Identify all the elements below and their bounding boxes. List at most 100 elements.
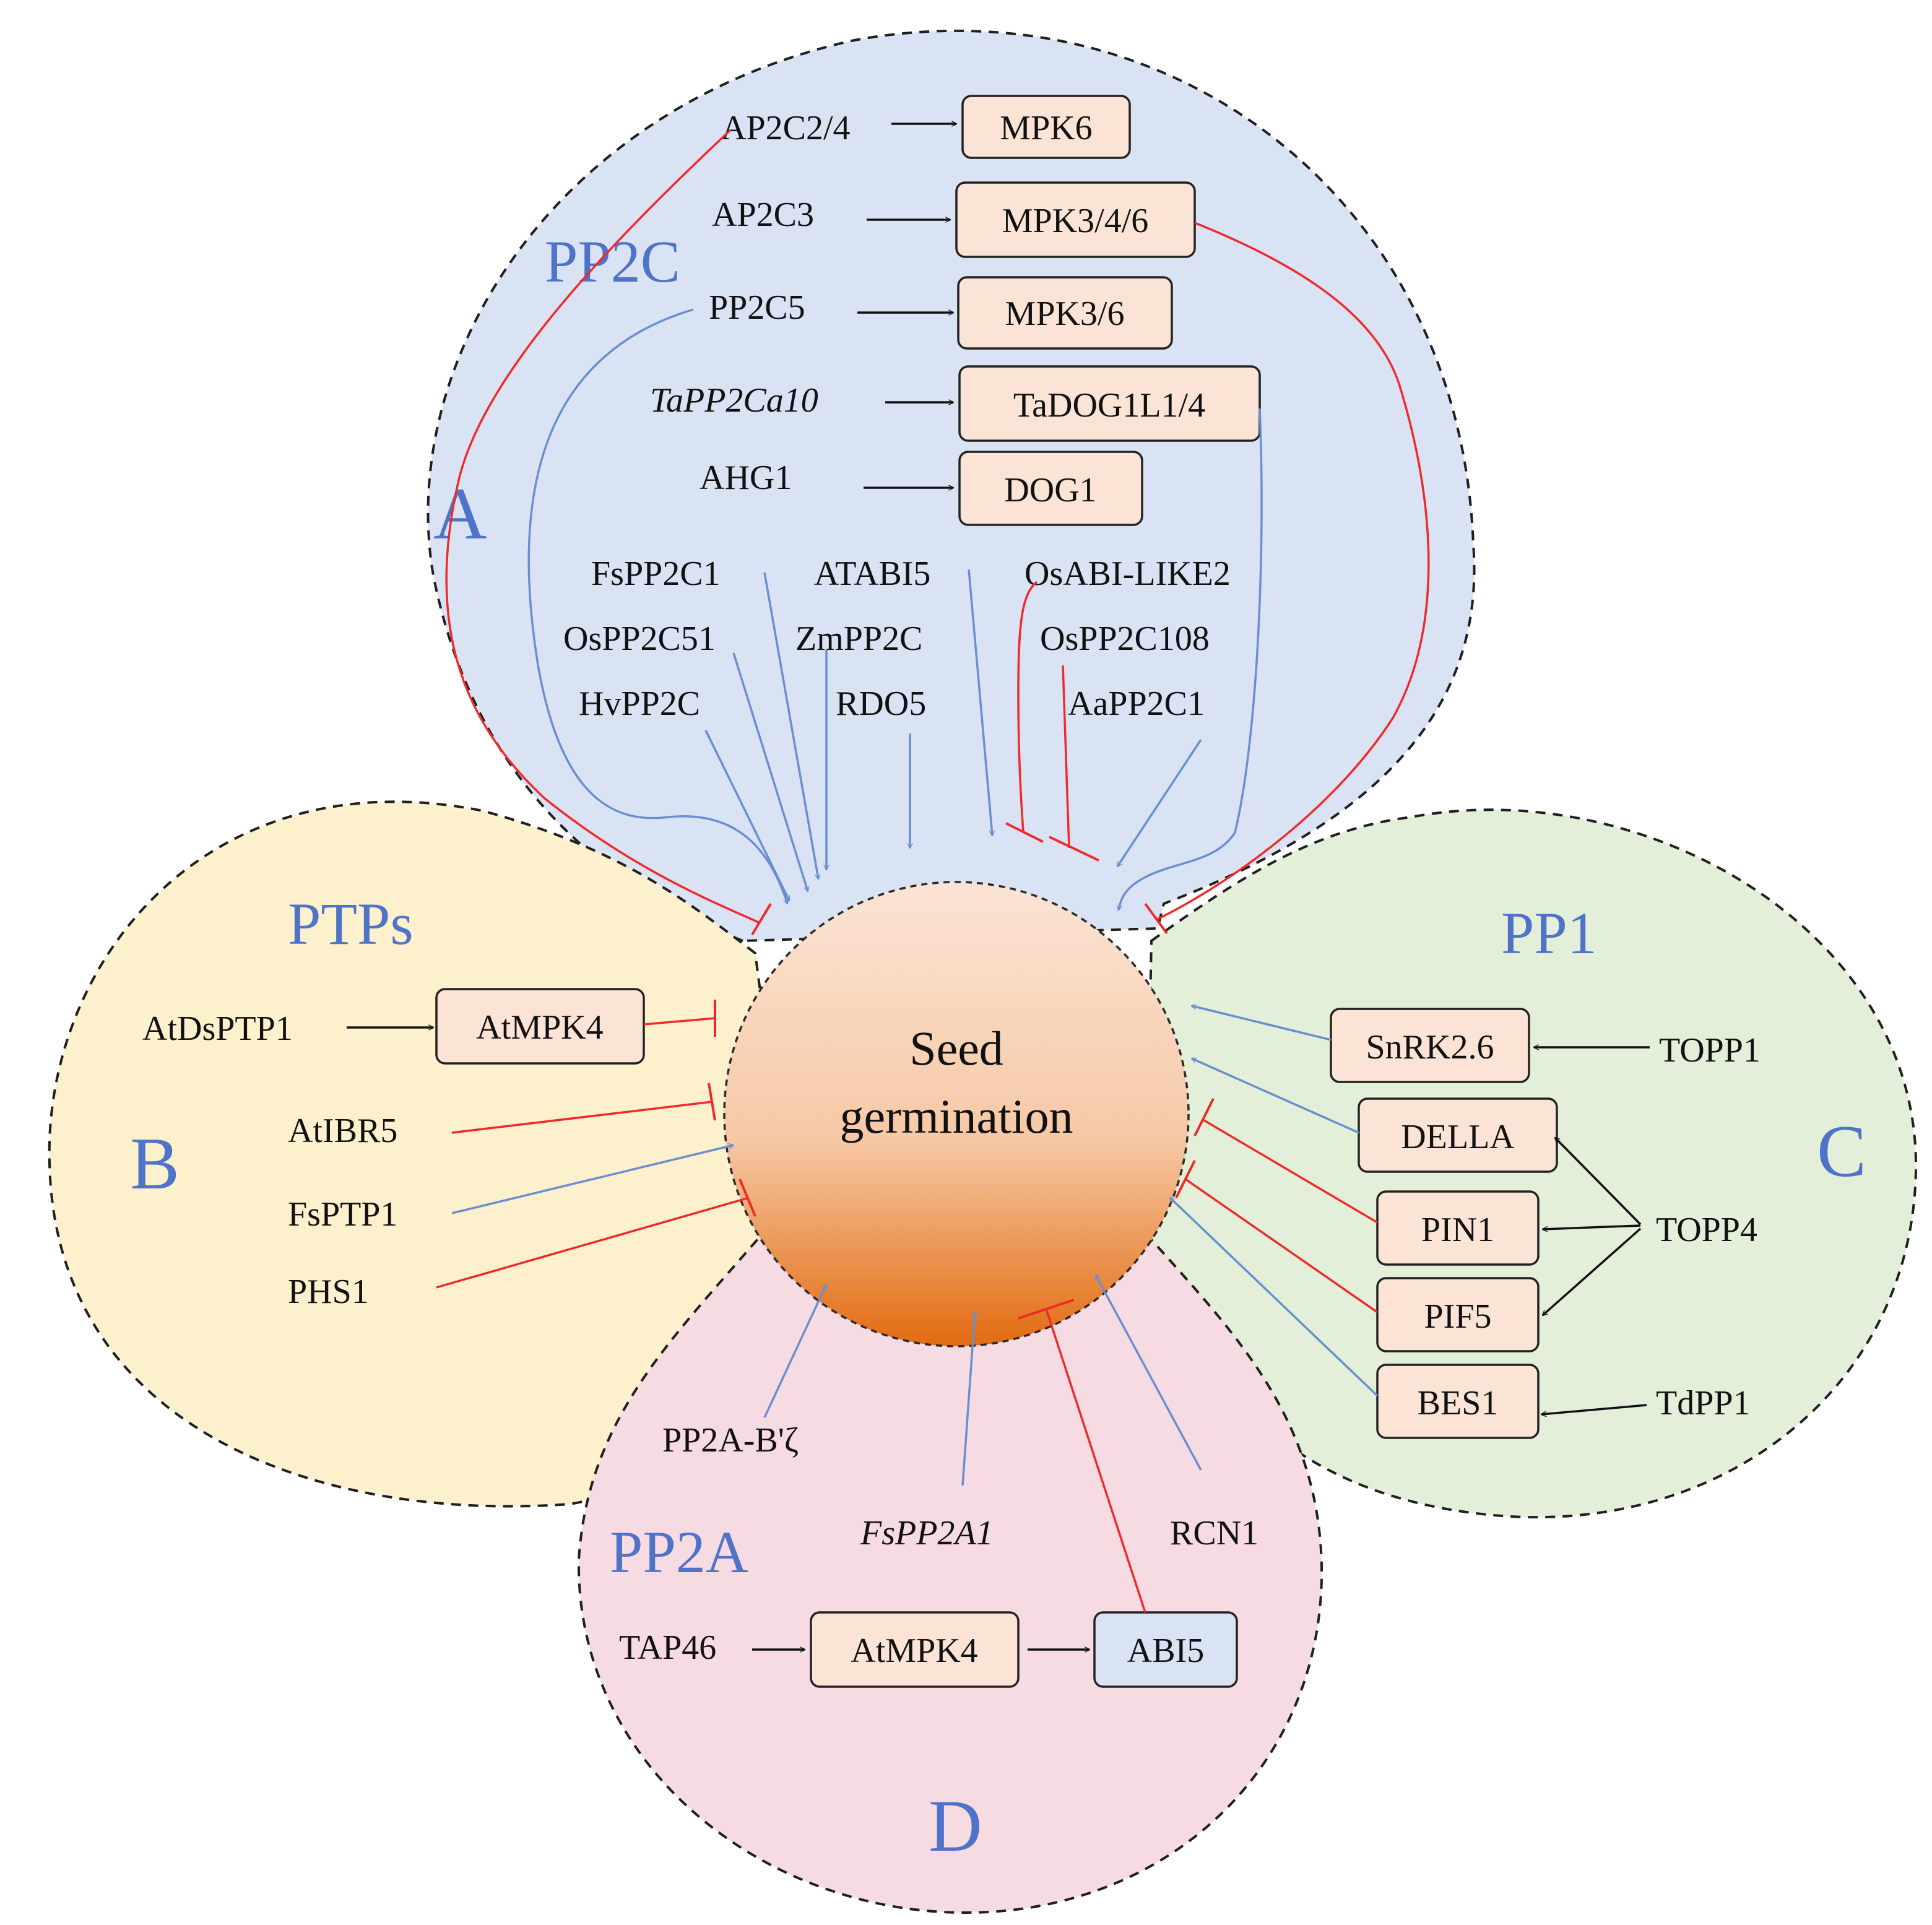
box-ptps-atmpk4-label: AtMPK4: [476, 1008, 603, 1047]
arrow-snrk26-germination: [1192, 1006, 1332, 1041]
section-letter-b: B: [130, 1122, 180, 1205]
arrow-bes1-germination: [1170, 1198, 1379, 1397]
tbar-ap2c24: [751, 902, 772, 936]
box-mpk346: [955, 181, 1196, 258]
box-pif5-label: PIF5: [1424, 1297, 1492, 1336]
box-pp2a-atmpk4-label: AtMPK4: [851, 1632, 977, 1670]
inhibit-pin1-germination: [1203, 1119, 1378, 1224]
tbar-phs1: [739, 1179, 756, 1217]
tbar-mpk346: [1144, 902, 1168, 935]
section-letter-a: A: [433, 472, 487, 555]
arrow-rcn1-germination: [1094, 1275, 1202, 1471]
center-node: Seed germination: [723, 881, 1190, 1348]
arrow-topp4-pin1: [1543, 1224, 1641, 1229]
box-bes1: [1376, 1364, 1540, 1439]
inhibit-atibr5-germination: [451, 1101, 713, 1134]
box-della-label: DELLA: [1401, 1118, 1515, 1156]
label-fsptp1: FsPTP1: [288, 1195, 397, 1234]
arrow-fspp2a1-germination: [961, 1312, 975, 1486]
box-tadog1l14-label: TaDOG1L1/4: [1013, 386, 1205, 425]
box-abi5-label: ABI5: [1127, 1632, 1204, 1670]
label-fspp2a1: FsPP2A1: [860, 1514, 994, 1552]
box-pp2a-atmpk4: [810, 1611, 1020, 1688]
box-pif5: [1376, 1277, 1540, 1352]
tbar-ospp2c108: [1049, 836, 1099, 862]
label-topp4: TOPP4: [1656, 1211, 1757, 1249]
box-mpk36-label: MPK3/6: [1005, 295, 1125, 333]
tbar-atibr5: [708, 1083, 716, 1121]
inhibit-mpk346-germination: [1157, 222, 1430, 920]
label-hvpp2c: HvPP2C: [579, 685, 700, 723]
region-pp2a: [577, 1211, 1323, 1914]
label-atibr5: AtIBR5: [288, 1112, 397, 1150]
arrow-pp2abz-germination: [763, 1284, 828, 1418]
box-bes1-label: BES1: [1418, 1384, 1499, 1422]
label-pp2c5: PP2C5: [709, 288, 805, 327]
box-dog1: [958, 451, 1143, 526]
arrow-fspp2c1-germination: [763, 572, 818, 879]
inhibit-atmpk4-germination: [643, 1017, 716, 1026]
section-family-pp2c: PP2C: [545, 228, 680, 295]
section-letter-d: D: [929, 1784, 982, 1867]
inhibit-phs1-germination: [436, 1196, 750, 1289]
box-snrk26: [1330, 1008, 1530, 1083]
inhibit-ap2c24-germination: [445, 129, 759, 924]
label-topp1: TOPP1: [1659, 1031, 1761, 1070]
pp2c-kinase-rows: AP2C2/4 MPK6 AP2C3 MPK3/4/6 PP2C5 MPK3/6…: [650, 95, 1261, 526]
label-fspp2c1: FsPP2C1: [591, 555, 721, 593]
arrow-fsptp1-germination: [451, 1145, 734, 1214]
box-mpk6: [961, 95, 1131, 159]
inhibit-abi5-germination: [1045, 1309, 1146, 1613]
section-family-pp1: PP1: [1501, 900, 1597, 966]
box-pin1-label: PIN1: [1421, 1211, 1494, 1249]
arrow-atabi5-germination: [968, 569, 992, 836]
region-pp2c: [427, 29, 1476, 943]
label-pp2abz: PP2A-B'ζ: [662, 1421, 799, 1460]
ptps-regulators: AtDsPTP1 AtMPK4 AtIBR5 FsPTP1 PHS1: [142, 988, 756, 1311]
box-dog1-label: DOG1: [1004, 471, 1096, 509]
inhibit-osabilike2-germination: [1017, 581, 1038, 833]
label-ap2c24: AP2C2/4: [721, 109, 851, 147]
label-tdpp1: TdPP1: [1656, 1384, 1751, 1422]
arrow-topp4-della: [1555, 1138, 1642, 1226]
box-snrk26-label: SnRK2.6: [1366, 1028, 1494, 1066]
label-ospp2c108: OsPP2C108: [1040, 620, 1210, 658]
pp2a-regulators: PP2A-B'ζ FsPP2A1 RCN1 TAP46 AtMPK4 ABI5: [619, 1275, 1258, 1688]
arrow-della-germination: [1192, 1057, 1359, 1134]
label-osabilike2: OsABI-LIKE2: [1024, 555, 1231, 593]
box-mpk6-label: MPK6: [1000, 109, 1092, 147]
box-tadog1l14: [958, 365, 1261, 442]
inhibit-ospp2c108-germination: [1062, 665, 1070, 849]
label-rdo5: RDO5: [836, 685, 926, 723]
label-ahg1: AHG1: [700, 459, 792, 497]
label-ospp2c51: OsPP2C51: [563, 620, 716, 658]
inhibit-pif5-germination: [1185, 1178, 1378, 1313]
box-pin1: [1376, 1190, 1540, 1266]
arrow-tdpp1-bes1: [1541, 1404, 1647, 1414]
arrow-ospp2c51-germination: [732, 652, 808, 891]
arrow-topp4-pif5: [1543, 1227, 1642, 1315]
box-della: [1358, 1097, 1558, 1173]
section-family-pp2a: PP2A: [610, 1519, 748, 1585]
center-label-line1: Seed: [909, 1021, 1003, 1075]
label-tap46: TAP46: [619, 1629, 716, 1667]
label-ap2c3: AP2C3: [712, 196, 814, 234]
label-phs1: PHS1: [288, 1273, 369, 1311]
arrow-pp2c5-germination: [527, 308, 787, 904]
tbar-pif5: [1175, 1160, 1196, 1198]
label-atabi5: ATABI5: [814, 555, 930, 593]
label-atdsptp1: AtDsPTP1: [142, 1010, 293, 1048]
tbar-osabilike2: [1005, 822, 1044, 843]
label-aapp2c1: AaPP2C1: [1068, 685, 1205, 723]
arrow-aapp2c1-germination: [1116, 739, 1202, 867]
label-tapp2ca10: TaPP2Ca10: [650, 381, 818, 420]
arrow-tadog1l14-germination: [1119, 408, 1263, 910]
pp2c-direct-regulators: FsPP2C1 ATABI5 OsABI-LIKE2 OsPP2C51 ZmPP…: [445, 129, 1430, 936]
section-letter-c: C: [1817, 1110, 1866, 1192]
label-zmpp2c: ZmPP2C: [795, 620, 922, 658]
section-family-ptps: PTPs: [288, 891, 414, 957]
tbar-abi5: [1018, 1299, 1075, 1320]
box-ptps-atmpk4: [435, 988, 645, 1065]
box-mpk346-label: MPK3/4/6: [1002, 202, 1149, 240]
